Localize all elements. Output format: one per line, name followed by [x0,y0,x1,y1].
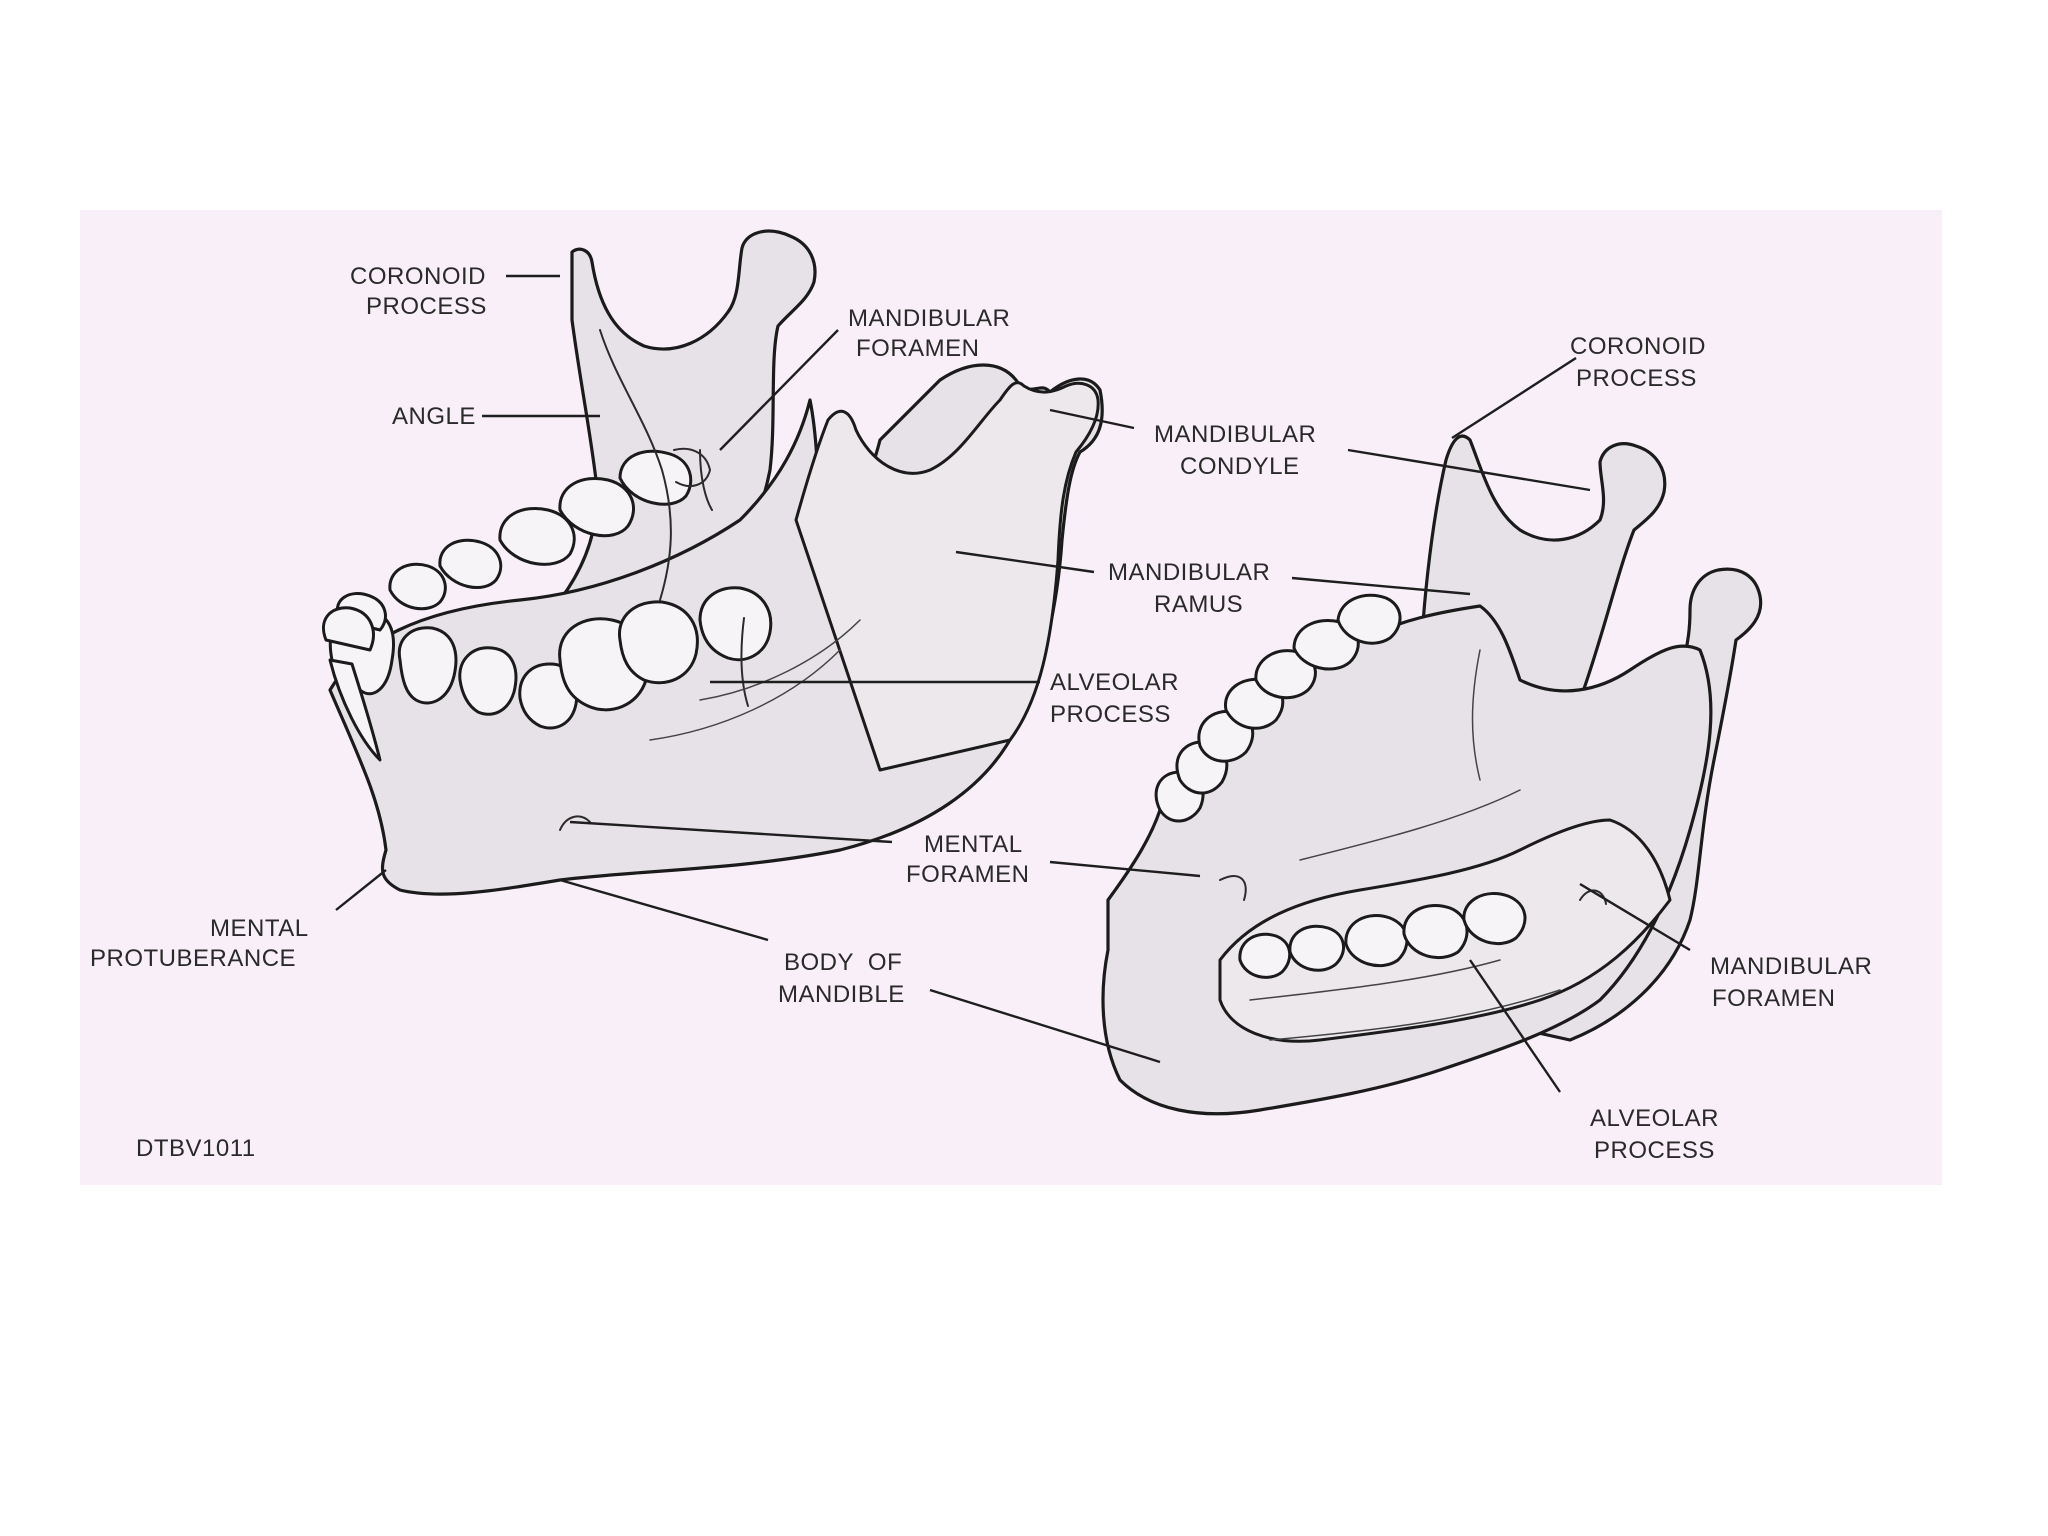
figure-code: DTBV1011 [136,1135,256,1162]
label-mandibular-ramus-line2: RAMUS [1154,591,1243,618]
label-mandibular-foramen-line1: MANDIBULAR [848,305,1010,332]
label-mandibular-foramen-line2: FORAMEN [856,335,980,362]
label-mandibular-condyle-line1: MANDIBULAR [1154,421,1316,448]
label-angle: ANGLE [392,403,476,430]
label-right-mandibular-foramen-line1: MANDIBULAR [1710,953,1872,980]
labels-left: CORONOID PROCESS MANDIBULAR FORAMEN ANGL… [90,263,1316,1008]
label-mental-foramen-line2: FORAMEN [906,861,1030,888]
label-mandibular-condyle-line2: CONDYLE [1180,453,1300,480]
label-mental-foramen-line1: MENTAL [924,831,1023,858]
right-teeth [1154,593,1527,979]
label-mental-protuberance-line1: MENTAL [210,915,309,942]
label-alveolar-process-line2: PROCESS [1050,701,1171,728]
label-body-of-mandible-line2: MANDIBLE [778,981,905,1008]
label-coronoid-process-line2: PROCESS [366,293,487,320]
left-far-ramus [558,229,817,642]
label-right-mandibular-foramen-line2: FORAMEN [1712,985,1836,1012]
label-body-of-mandible-line1: BODY OF [784,949,902,976]
label-right-alveolar-process-line1: ALVEOLAR [1590,1105,1719,1132]
left-teeth [322,449,773,762]
label-mental-protuberance-line2: PROTUBERANCE [90,945,296,972]
label-right-coronoid-process-line1: CORONOID [1570,333,1706,360]
label-alveolar-process-line1: ALVEOLAR [1050,669,1179,696]
leader-lines [335,274,1691,1093]
right-mandible-drawing [1101,434,1763,1116]
label-mandibular-ramus-line1: MANDIBULAR [1108,559,1270,586]
label-right-coronoid-process-line2: PROCESS [1576,365,1697,392]
left-near-ramus [794,381,1100,772]
left-mandible-drawing [322,229,1104,896]
label-right-alveolar-process-line2: PROCESS [1594,1137,1715,1164]
labels-right: CORONOID PROCESS MANDIBULAR FORAMEN ALVE… [1570,333,1872,1164]
label-coronoid-process-line1: CORONOID [350,263,486,290]
